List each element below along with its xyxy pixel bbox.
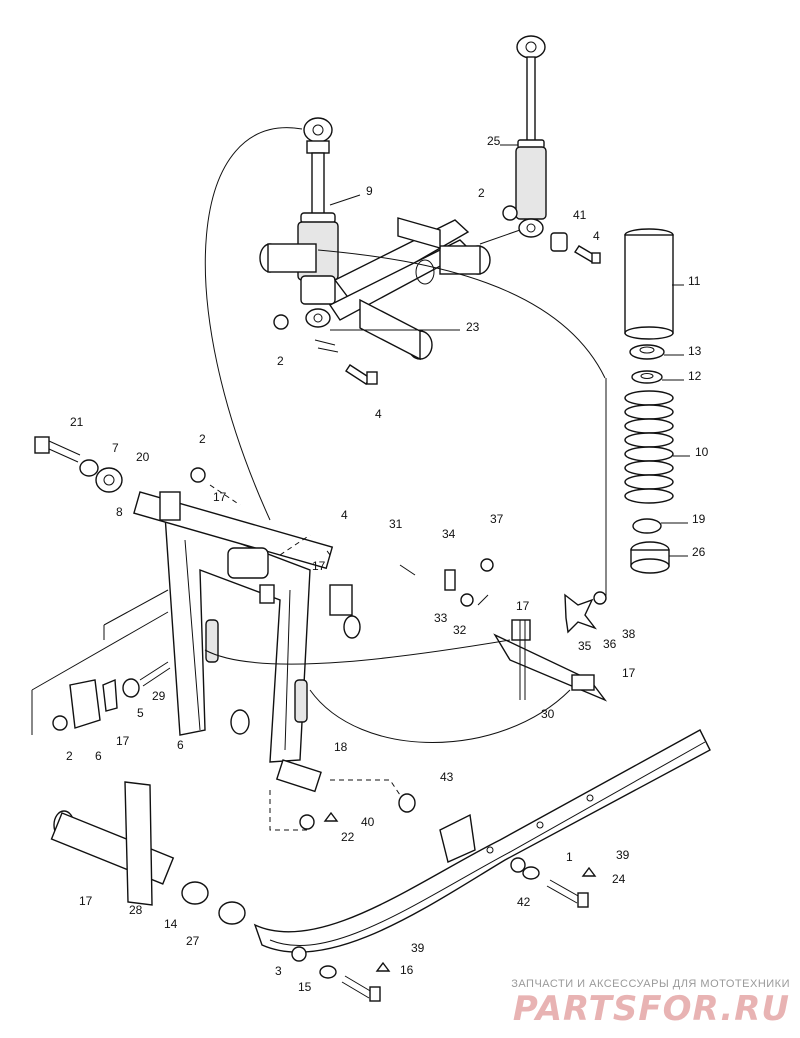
- callout-c-33: 33: [434, 611, 448, 625]
- callout-c-34: 34: [442, 527, 456, 541]
- callout-c-26: 26: [692, 545, 706, 559]
- callout-c-13: 13: [688, 344, 702, 358]
- callout-c-37: 37: [490, 512, 504, 526]
- callout-c-2a: 2: [478, 186, 485, 200]
- coil-spring: [624, 390, 674, 504]
- callout-c-8: 8: [116, 505, 123, 519]
- callout-c-22: 22: [341, 830, 355, 844]
- cross-shaft: [50, 781, 246, 925]
- callout-c-31: 31: [389, 517, 403, 531]
- rail-hardware: [299, 793, 597, 1002]
- callout-c-43: 43: [440, 770, 454, 784]
- callout-c-24: 24: [612, 872, 626, 886]
- callout-c-15: 15: [298, 980, 312, 994]
- callout-labels: 1222234445667891011121314151617171717171…: [66, 134, 709, 994]
- callout-c-9: 9: [366, 184, 373, 198]
- callout-c-3: 3: [275, 964, 282, 978]
- callout-c-29: 29: [152, 689, 166, 703]
- watermark-logo: PARTSFOR.RU: [512, 989, 790, 1029]
- callout-c-1: 1: [566, 850, 573, 864]
- callout-c-4a: 4: [593, 229, 600, 243]
- callout-c-17c: 17: [516, 599, 530, 613]
- watermark-caption: ЗАПЧАСТИ И АКСЕССУАРЫ ДЛЯ МОТОТЕХНИКИ: [511, 978, 790, 990]
- spring-stack: [624, 228, 674, 574]
- callout-c-4c: 4: [341, 508, 348, 522]
- callout-c-17e: 17: [116, 734, 130, 748]
- lower-left-hardware: [31, 589, 171, 735]
- fasteners-upper: [273, 205, 601, 385]
- callout-c-23: 23: [466, 320, 480, 334]
- rear-arm-6: [133, 491, 361, 793]
- callout-c-18: 18: [334, 740, 348, 754]
- callout-c-7: 7: [112, 441, 119, 455]
- callout-c-36: 36: [603, 637, 617, 651]
- callout-c-10: 10: [695, 445, 709, 459]
- callout-c-35: 35: [578, 639, 592, 653]
- callout-c-40: 40: [361, 815, 375, 829]
- callout-c-42: 42: [517, 895, 531, 909]
- callout-c-28: 28: [129, 903, 143, 917]
- callout-c-30: 30: [541, 707, 555, 721]
- callout-c-14: 14: [164, 917, 178, 931]
- callout-c-5: 5: [137, 706, 144, 720]
- bracket-assembly-30: [399, 558, 608, 702]
- callout-c-20: 20: [136, 450, 150, 464]
- callout-c-16: 16: [400, 963, 414, 977]
- left-bolt-stack: [34, 436, 206, 493]
- callout-c-2c: 2: [199, 432, 206, 446]
- callout-c-38: 38: [622, 627, 636, 641]
- callout-c-17a: 17: [213, 490, 227, 504]
- callout-c-41: 41: [573, 208, 587, 222]
- slide-rail: [253, 729, 711, 962]
- watermark: ЗАПЧАСТИ И АКСЕССУАРЫ ДЛЯ МОТОТЕХНИКИ PA…: [460, 978, 790, 1028]
- callout-c-32: 32: [453, 623, 467, 637]
- callout-c-39b: 39: [411, 941, 425, 955]
- callout-c-2b: 2: [277, 354, 284, 368]
- callout-c-6a: 6: [95, 749, 102, 763]
- leader-lines: [204, 127, 690, 831]
- callout-c-4b: 4: [375, 407, 382, 421]
- shock-absorber-25: [515, 35, 547, 238]
- callout-c-19: 19: [692, 512, 706, 526]
- shock-absorber-9: [297, 117, 339, 328]
- callout-c-39a: 39: [616, 848, 630, 862]
- callout-c-6b: 6: [177, 738, 184, 752]
- callout-c-27: 27: [186, 934, 200, 948]
- callout-c-2d: 2: [66, 749, 73, 763]
- callout-c-21: 21: [70, 415, 84, 429]
- callout-c-17d: 17: [622, 666, 636, 680]
- upper-arm-23: [259, 217, 491, 361]
- callout-c-12: 12: [688, 369, 702, 383]
- callout-c-17b: 17: [312, 559, 326, 573]
- callout-c-17f: 17: [79, 894, 93, 908]
- callout-c-25: 25: [487, 134, 501, 148]
- callout-c-11: 11: [688, 274, 701, 288]
